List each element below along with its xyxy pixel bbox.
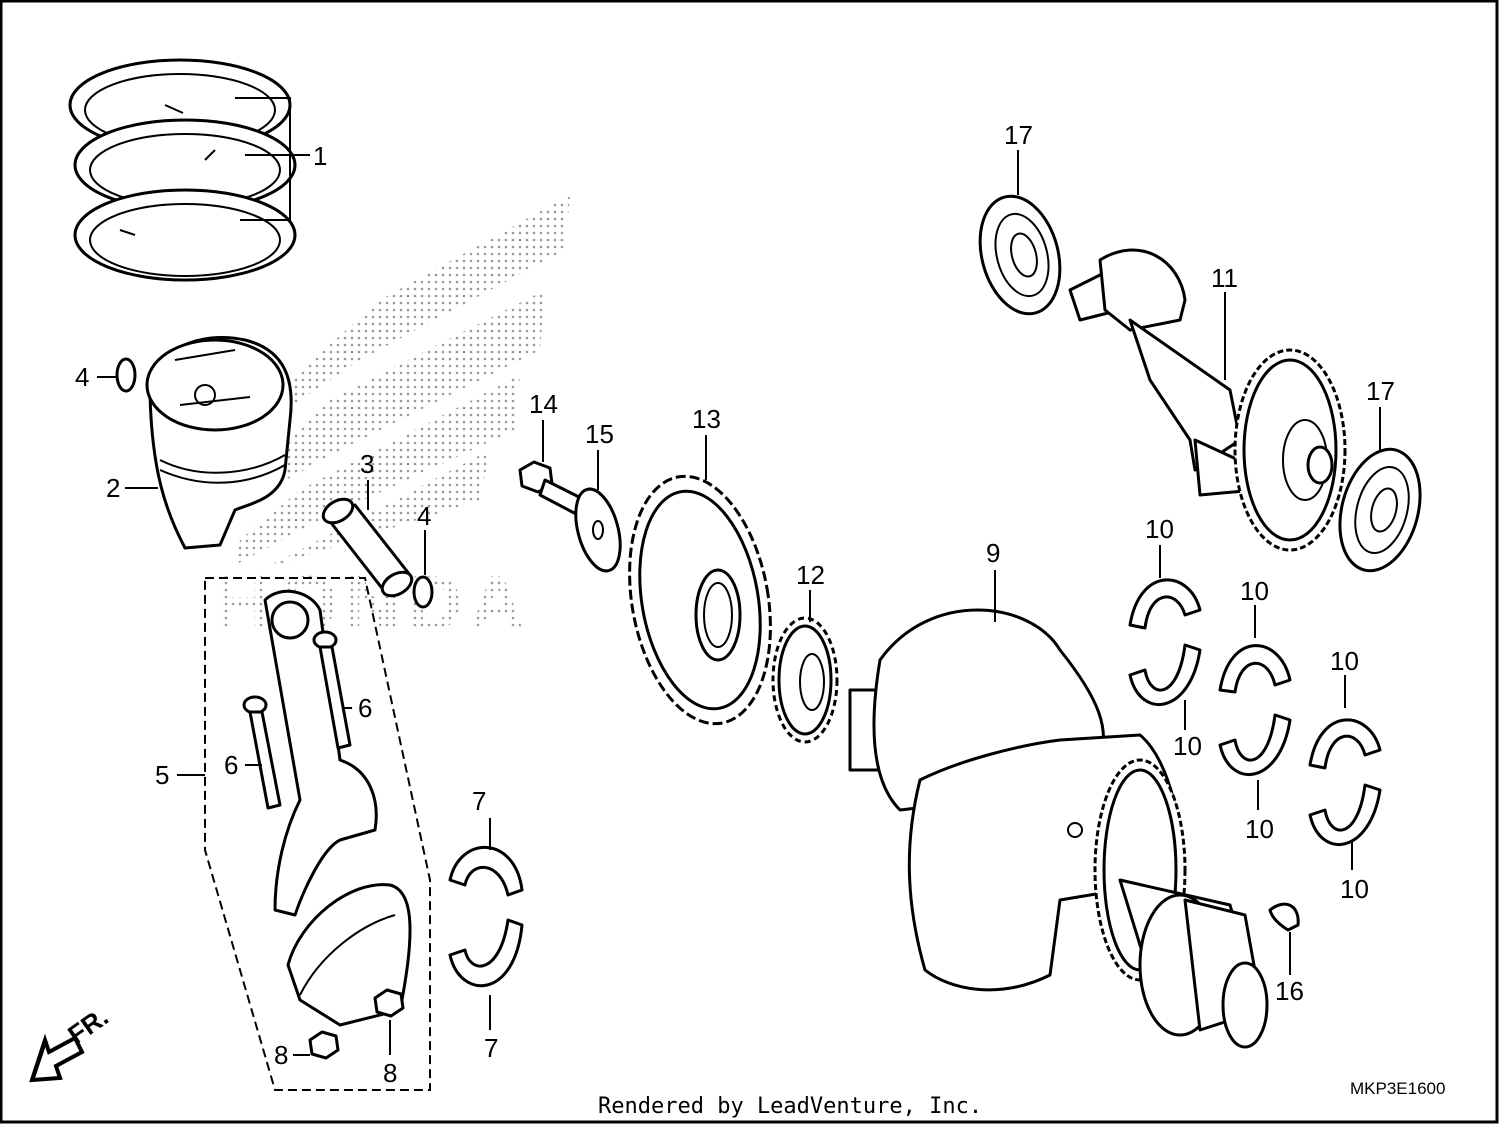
diagram-code: MKP3E1600 (1350, 1079, 1445, 1098)
callout-10b: 10 (1173, 731, 1202, 761)
callout-3: 3 (360, 449, 374, 479)
callout-7a: 7 (472, 786, 486, 816)
connecting-rod-bolt-right (312, 630, 352, 750)
front-direction-arrow: FR. (29, 1001, 114, 1083)
washer (574, 487, 622, 573)
piston-pin-clip-right (412, 575, 434, 609)
callout-14: 14 (529, 389, 558, 419)
crankshaft (848, 608, 1269, 1049)
connecting-rod-bearing-upper (448, 845, 524, 897)
callout-13: 13 (692, 404, 721, 434)
callout-10a: 10 (1145, 514, 1174, 544)
connecting-rod-bearing-lower (448, 918, 524, 988)
balancer-shaft-bearing-lower (1338, 447, 1422, 573)
cam-chain-drive-sprocket (771, 616, 839, 744)
leader-lines (97, 150, 1381, 1056)
callout-12: 12 (796, 560, 825, 590)
callout-10f: 10 (1340, 874, 1369, 904)
piston-ring-set (68, 58, 310, 282)
connecting-rod-nut-right (373, 988, 405, 1018)
callout-1: 1 (313, 141, 327, 171)
callout-16: 16 (1275, 976, 1304, 1006)
callout-17b: 17 (1366, 376, 1395, 406)
callout-10d: 10 (1245, 814, 1274, 844)
callout-6a: 6 (224, 750, 238, 780)
callout-10c: 10 (1240, 576, 1269, 606)
render-credit: Rendered by LeadVenture, Inc. (598, 1094, 982, 1119)
callout-7b: 7 (484, 1033, 498, 1063)
balancer-drive-gear (628, 474, 772, 726)
woodruff-key (1268, 902, 1300, 932)
callout-9: 9 (986, 538, 1000, 568)
connecting-rod-assembly (204, 577, 431, 1091)
main-bearing-set-1 (1128, 578, 1202, 706)
balancer-shaft-bearing-upper (978, 194, 1062, 316)
callout-17a: 17 (1004, 120, 1033, 150)
callout-2: 2 (106, 473, 120, 503)
callout-15: 15 (585, 419, 614, 449)
callout-10e: 10 (1330, 646, 1359, 676)
callout-6b: 6 (358, 693, 372, 723)
piston-pin (321, 497, 414, 598)
callout-4a: 4 (75, 362, 89, 392)
main-bearing-set-2 (1218, 644, 1292, 776)
callout-5: 5 (155, 760, 169, 790)
callout-8a: 8 (274, 1040, 288, 1070)
piston-pin-clip-left (115, 357, 137, 393)
callout-11: 11 (1211, 263, 1238, 293)
balancer-shaft (1068, 248, 1347, 552)
main-bearing-set-3 (1308, 718, 1382, 846)
callout-4b: 4 (417, 501, 431, 531)
connecting-rod-bolt-left (242, 695, 282, 810)
callout-8b: 8 (383, 1058, 397, 1088)
connecting-rod-nut-left (308, 1030, 340, 1060)
callout-labels: 1 2 3 4 4 5 6 6 7 7 8 8 9 10 10 10 10 10… (75, 120, 1395, 1088)
piston (145, 335, 293, 550)
